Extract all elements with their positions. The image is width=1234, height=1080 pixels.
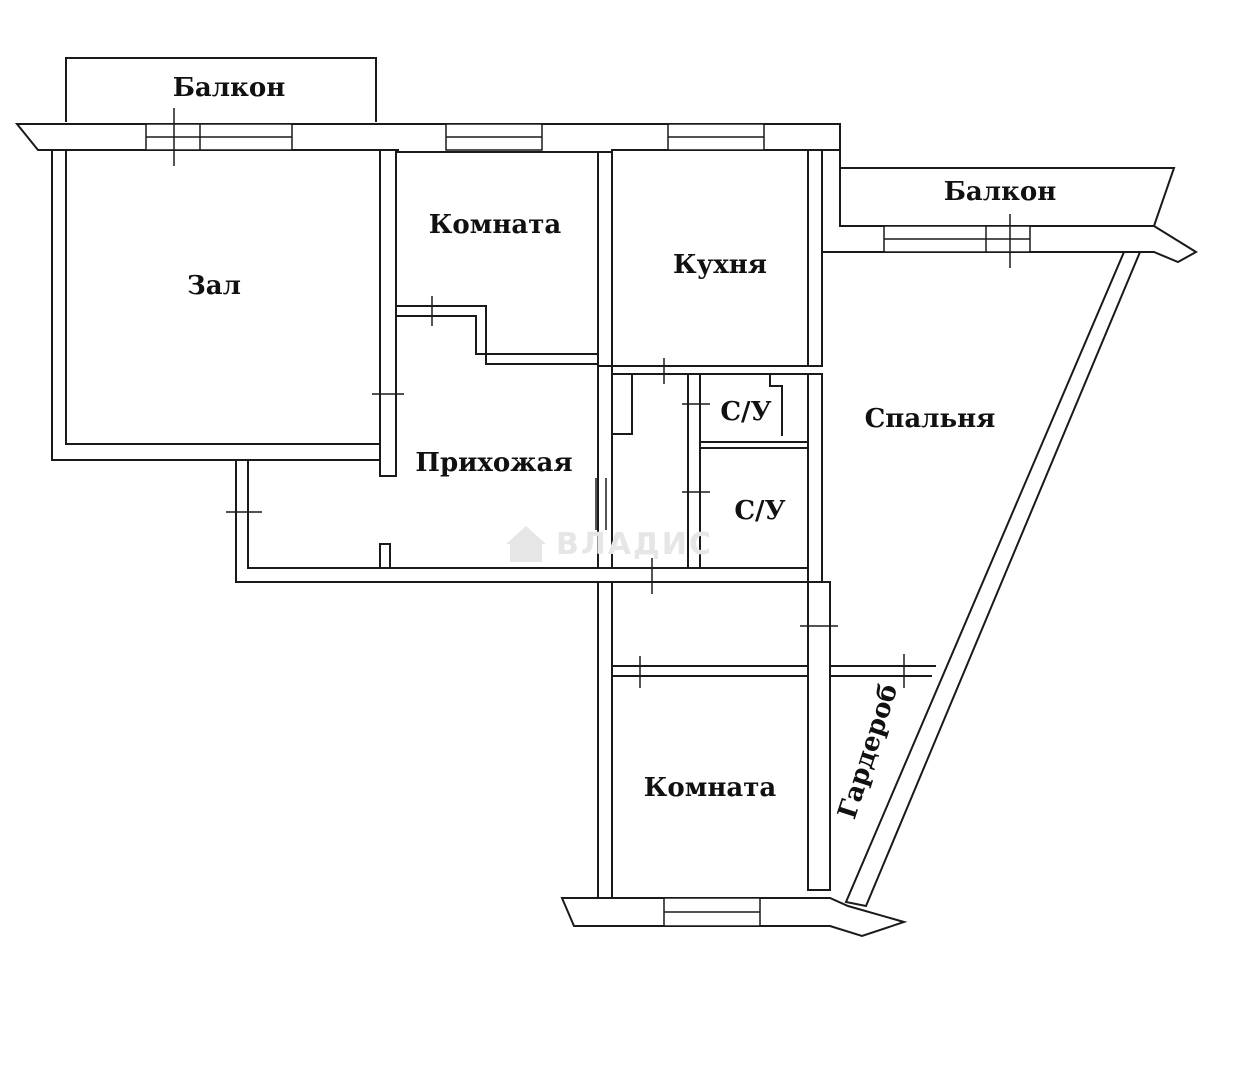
room-top-walls	[396, 151, 613, 367]
watermark: ВЛАДИС	[506, 526, 713, 562]
bedroom-walls	[800, 251, 1142, 908]
exterior-wall-top	[14, 108, 841, 166]
label-bathroom-2: С/У	[734, 496, 785, 526]
balcony-top-right	[821, 149, 1198, 268]
label-kitchen: Кухня	[673, 250, 767, 280]
label-bedroom: Спальня	[865, 404, 996, 434]
label-bathroom-1: С/У	[720, 397, 771, 427]
bathroom-walls	[595, 365, 808, 583]
hall-walls	[38, 149, 404, 477]
label-hall: Зал	[187, 271, 241, 301]
label-balcony-top-left: Балкон	[173, 73, 286, 103]
watermark-text: ВЛАДИС	[556, 527, 713, 562]
hallway-walls	[226, 459, 809, 594]
room-bottom-walls	[560, 581, 908, 938]
balcony-top-left	[65, 57, 377, 122]
home-icon	[506, 526, 546, 562]
label-balcony-top-right: Балкон	[944, 177, 1057, 207]
label-hallway: Прихожая	[415, 448, 572, 478]
label-room-top: Комната	[429, 210, 562, 240]
label-room-bottom: Комната	[644, 773, 777, 803]
